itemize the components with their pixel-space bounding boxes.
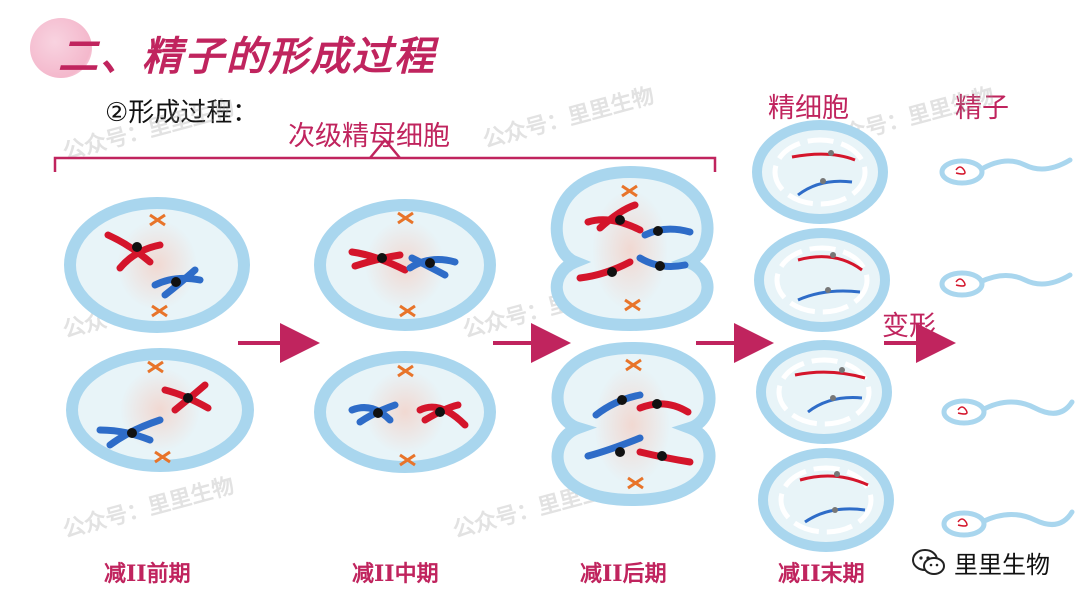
stage-label-metaphase-2: 减II中期 [352, 561, 439, 587]
sperm-2 [939, 270, 1073, 298]
spermatid-1 [752, 120, 888, 224]
spermatid-2 [754, 228, 890, 332]
title-decoration [30, 18, 92, 78]
sperm-4 [941, 509, 1075, 538]
brand-name: 里里生物 [954, 551, 1050, 579]
cell-metaphase-top [314, 199, 496, 331]
spermatid-label: 精细胞 [768, 93, 849, 124]
spermatid-4 [758, 448, 894, 552]
secondary-spermatocyte-label: 次级精母细胞 [288, 121, 450, 152]
bracket [53, 156, 717, 172]
page-title: 二、精子的形成过程 [58, 34, 436, 80]
cell-prophase-bottom [66, 348, 254, 472]
cell-metaphase-bottom [314, 351, 496, 473]
sperm-3 [941, 398, 1075, 426]
stage-label-prophase-2: 减II前期 [104, 561, 191, 587]
brand: 里里生物 [912, 545, 1050, 580]
cell-prophase-top [64, 197, 250, 333]
stage-label-telophase-2: 减II末期 [778, 561, 865, 587]
subtitle: ②形成过程： [105, 98, 259, 128]
sperm-label: 精子 [955, 93, 1009, 124]
spermatid-3 [756, 340, 892, 444]
cell-anaphase-bottom [551, 341, 716, 507]
sperm-1 [939, 157, 1073, 186]
wechat-icon [912, 548, 945, 575]
bracket-tip [369, 138, 401, 159]
stage-label-anaphase-2: 减II后期 [580, 561, 667, 587]
cell-anaphase-top [550, 165, 714, 332]
